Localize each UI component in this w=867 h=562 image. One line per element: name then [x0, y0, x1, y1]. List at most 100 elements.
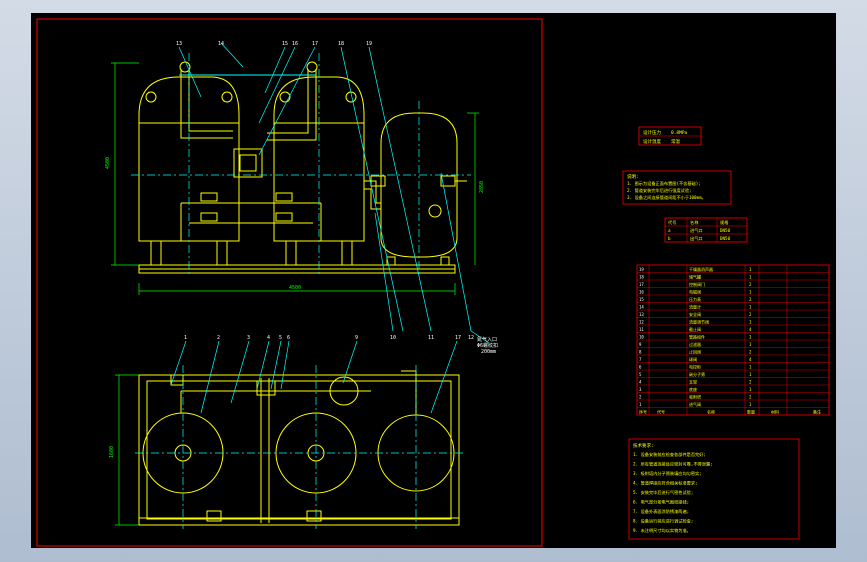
bom-number: 17	[639, 282, 644, 287]
bom-quantity: 4	[749, 327, 752, 332]
bom-quantity: 1	[749, 304, 752, 309]
bom-quantity: 2	[749, 379, 752, 384]
bom-name: 碳分子筛	[689, 371, 705, 377]
notes-top-line: 3. 设备之间连接管道间距不小于100mm。	[627, 194, 706, 201]
bom-number: 15	[639, 297, 644, 302]
plan-view	[138, 370, 460, 526]
dim-width: 4500	[289, 285, 301, 291]
bom-name: 过滤器	[689, 341, 701, 347]
bom-footer-label: 代号	[657, 408, 665, 414]
bom-number: 1	[639, 402, 642, 407]
bom-number: 18	[639, 274, 644, 279]
bom-quantity: 2	[749, 312, 752, 317]
front-elevation	[138, 61, 467, 274]
connection-cell: b	[668, 236, 671, 241]
callout-number: 16	[292, 41, 298, 47]
left-adsorber	[138, 76, 240, 242]
notes-top-title: 说明:	[627, 173, 639, 180]
callout-number: 12	[468, 335, 474, 341]
notes-top-line: 2. 管道安装完毕后进行强度试验;	[627, 187, 692, 194]
plan-leaders	[170, 340, 458, 414]
notes-bottom-line: 3. 吸附塔内分子筛装填应均匀密实;	[633, 470, 702, 477]
bom-name: 电磁阀	[689, 288, 701, 294]
bom-name: 吸附塔	[689, 393, 701, 399]
bom-number: 4	[639, 379, 642, 384]
annotation-line2: Φ6螺纹扣	[477, 342, 498, 349]
front-centerlines	[131, 53, 471, 275]
notes-bottom-line: 1. 设备安装前应检查各部件是否完好;	[633, 451, 706, 458]
connection-cell: 进气口	[690, 227, 703, 234]
drawing-border	[36, 18, 543, 547]
dim-height: 4500	[105, 157, 111, 169]
connection-cell: 代号	[668, 219, 676, 226]
bom-quantity: 2	[749, 394, 752, 399]
callout-number: 3	[247, 335, 250, 341]
connection-cell: DN50	[720, 228, 731, 233]
bom-name: 流量调节阀	[689, 318, 709, 324]
bom-quantity: 1	[749, 387, 752, 392]
callout-number: 13	[176, 41, 182, 47]
bom-quantity: 1	[749, 372, 752, 377]
callout-number: 11	[428, 335, 434, 341]
connection-cell: 出气口	[690, 235, 703, 242]
bom-quantity: 1	[749, 342, 752, 347]
callout-number: 17	[312, 41, 318, 47]
plan-dimensions	[115, 374, 139, 526]
param-value-2: 常温	[671, 138, 680, 145]
notes-top: 说明: 1. 图示为设备正面布置图(不含基础); 2. 管道安装完毕后进行强度试…	[622, 170, 732, 205]
callout-number: 9	[355, 335, 358, 341]
connection-cell: 名称	[690, 219, 698, 226]
bom-footer-label: 序号	[639, 408, 647, 414]
bom-name: 储气罐	[689, 273, 701, 279]
callout-number: 17	[455, 335, 461, 341]
bom-quantity: 4	[749, 357, 752, 362]
bom-number: 6	[639, 364, 642, 369]
callout-number: 5	[279, 335, 282, 341]
notes-bottom-line: 6. 电气部分按电气图纸接线;	[633, 499, 689, 506]
control-box	[233, 148, 263, 178]
callout-number: 2	[217, 335, 220, 341]
right-adsorber	[273, 76, 365, 242]
bom-quantity: 2	[749, 282, 752, 287]
bom-quantity: 2	[749, 297, 752, 302]
param-label-1: 设计压力	[643, 129, 661, 136]
notes-bottom-line: 7. 设备外表面涂防锈漆两遍;	[633, 508, 689, 515]
bom-quantity: 1	[749, 274, 752, 279]
bom-number: 12	[639, 319, 644, 324]
bom-footer-label: 名称	[707, 408, 715, 414]
bom-quantity: 2	[749, 349, 752, 354]
notes-bottom-line: 9. 未注明尺寸均以实物为准。	[633, 527, 691, 534]
callout-number: 15	[282, 41, 288, 47]
callout-number: 4	[267, 335, 270, 341]
bom-footer-label: 备注	[813, 408, 821, 414]
bom-quantity: 1	[749, 402, 752, 407]
bom-name: 底座	[689, 386, 697, 392]
bom-quantity: 1	[749, 364, 752, 369]
bom-quantity: 1	[749, 334, 752, 339]
callout-number: 19	[366, 41, 372, 47]
bom-footer-label: 材料	[771, 408, 779, 414]
bom-number: 2	[639, 394, 642, 399]
bom-name: 支架	[689, 378, 697, 384]
front-dimensions	[111, 62, 479, 295]
params-block: 设计压力 0.8MPa 设计温度 常温	[638, 126, 702, 146]
bom-number: 7	[639, 357, 642, 362]
param-label-2: 设计温度	[643, 138, 661, 145]
connection-cell: DN50	[720, 236, 731, 241]
bom-number: 13	[639, 312, 644, 317]
bom-number: 19	[639, 267, 644, 272]
bom-name: 安全阀	[689, 311, 701, 317]
notes-bottom-line: 4. 管道焊接应符合相关标准要求;	[633, 480, 698, 487]
bom-footer-label: 数量	[747, 408, 755, 414]
bom-number: 5	[639, 372, 642, 377]
callout-number: 14	[218, 41, 224, 47]
notes-bottom-line: 5. 安装完毕后进行气密性试验;	[633, 489, 693, 496]
bom-number: 8	[639, 349, 642, 354]
connection-cell: a	[668, 228, 671, 233]
bom-name: 截止阀	[689, 326, 701, 332]
